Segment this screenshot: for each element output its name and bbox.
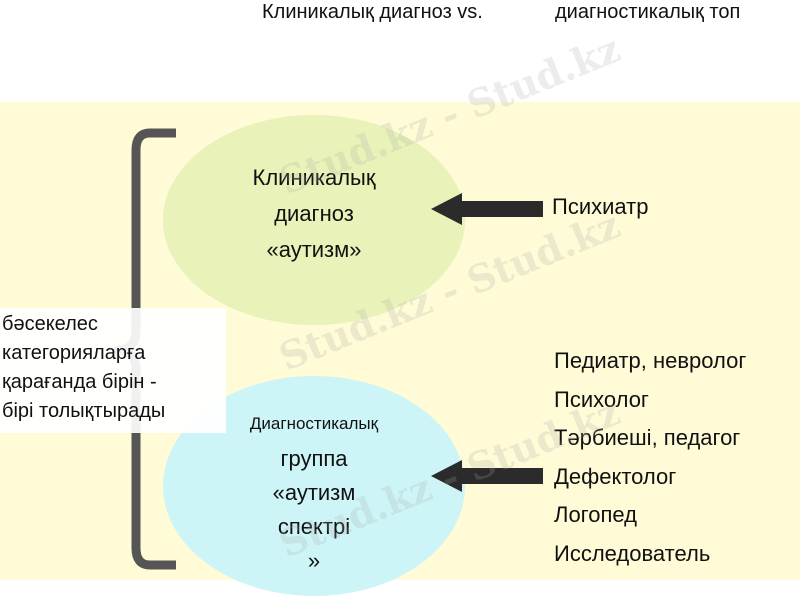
relation-line-1: бәсекелес	[2, 313, 98, 335]
specialist-item: Педиатр, невролог	[554, 348, 747, 373]
title-right: диагностикалық топ	[555, 1, 741, 23]
diagnostic-line-5: »	[307, 548, 321, 573]
specialist-item: Логопед	[554, 502, 637, 527]
clinical-line-1: Клиникалық	[252, 165, 376, 190]
diagnostic-line-4: спектрі	[277, 514, 351, 539]
diagnostic-group-heading: Диагностикалық	[249, 414, 379, 433]
specialist-item: Психолог	[554, 386, 649, 412]
connectors-layer	[113, 128, 543, 570]
specialists-list: Педиатр, невролог Психолог Тәрбиеші, пед…	[554, 342, 746, 573]
clinical-diagnosis-ellipse	[163, 115, 465, 325]
relation-line-2: категорияларға	[2, 342, 146, 364]
psychiatrist-arrow	[431, 193, 543, 225]
specialist-item: Исследователь	[554, 540, 711, 566]
psychiatrist-label: Психиатр	[552, 194, 649, 219]
relation-backdrop	[0, 308, 226, 433]
specialist-item: Тәрбиеші, педагог	[554, 425, 741, 450]
diagnostic-group-label: группа «аутизм спектрі »	[163, 442, 465, 578]
specialist-item: Дефектолог	[554, 463, 677, 489]
slide-title: Клиникалық диагноз vs. диагностикалық то…	[0, 0, 800, 24]
relation-note: бәсекелес категорияларға қарағанда бірін…	[2, 310, 232, 426]
clinical-diagnosis-label: Клиникалық диагноз «аутизм»	[163, 160, 465, 268]
diagnostic-line-2: группа	[280, 446, 348, 471]
diagnostic-line-3: «аутизм	[272, 480, 356, 505]
relation-line-3: қарағанда бірін -	[2, 371, 157, 393]
title-left: Клиникалық диагноз vs.	[262, 1, 483, 23]
clinical-line-3: «аутизм»	[266, 237, 362, 262]
relation-line-4: бірі толықтырады	[2, 400, 166, 422]
clinical-line-2: диагноз	[274, 201, 354, 226]
specialists-arrow	[431, 460, 543, 492]
